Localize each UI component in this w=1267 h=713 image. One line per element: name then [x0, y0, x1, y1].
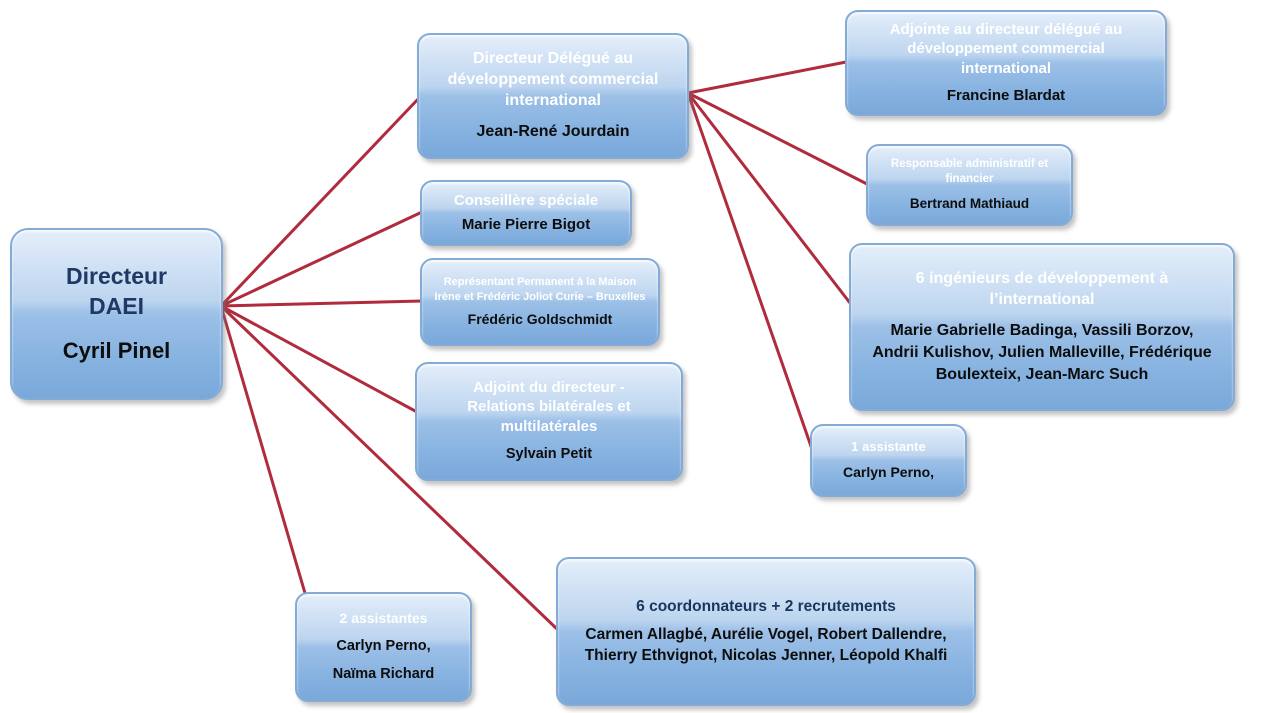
node-title: Conseillère spéciale — [453, 191, 599, 209]
org-node-une-assistante: 1 assistante Carlyn Perno, — [810, 424, 967, 497]
connector-directeur-assistantes2 — [219, 305, 309, 601]
node-name: Bertrand Mathiaud — [909, 195, 1030, 211]
connector-delegue-responsable — [687, 91, 868, 186]
node-title: Représentant Permanent à la Maison Irène… — [434, 275, 646, 303]
org-node-responsable-administratif: Responsable administratif et financier B… — [866, 144, 1073, 226]
org-node-coordonnateurs: 6 coordonnateurs + 2 recrutements Carmen… — [556, 557, 976, 706]
node-title: 2 assistantes — [339, 610, 428, 627]
node-name: Jean-René Jourdain — [476, 123, 630, 141]
node-name: Francine Blardat — [946, 87, 1066, 105]
node-name: Frédéric Goldschmidt — [467, 311, 613, 328]
org-node-adjoint-du-directeur: Adjoint du directeur - Relations bilatér… — [415, 362, 683, 481]
node-title: Directeur Délégué au développement comme… — [447, 50, 659, 109]
org-node-ingenieurs-developpement: 6 ingénieurs de développement à l’intern… — [849, 243, 1235, 411]
connector-directeur-representant — [220, 299, 423, 308]
node-title: Directeur DAEI — [66, 263, 167, 320]
node-name: Sylvain Petit — [505, 446, 593, 463]
org-node-directeur-delegue: Directeur Délégué au développement comme… — [417, 33, 689, 159]
org-node-directeur-daei: Directeur DAEI Cyril Pinel — [10, 228, 223, 400]
node-name: Marie Pierre Bigot — [461, 216, 591, 234]
node-title: Adjointe au directeur délégué au dévelop… — [889, 20, 1123, 77]
org-node-adjointe-au-directeur-delegue: Adjointe au directeur délégué au dévelop… — [845, 10, 1167, 116]
org-node-conseillere-speciale: Conseillère spéciale Marie Pierre Bigot — [420, 180, 632, 246]
node-title: Responsable administratif et financier — [890, 157, 1049, 185]
connector-directeur-coordonnateurs — [219, 304, 559, 631]
node-name: Carmen Allagbé, Aurélie Vogel, Robert Da… — [584, 625, 948, 664]
node-name: Carlyn Perno, — [336, 637, 431, 654]
connector-delegue-adjointe — [687, 60, 847, 95]
connector-directeur-adjoint — [220, 304, 418, 414]
node-name: Cyril Pinel — [62, 338, 171, 364]
node-title: 1 assistante — [851, 439, 926, 455]
connector-delegue-ingenieurs — [686, 92, 852, 304]
org-node-deux-assistantes: 2 assistantes Carlyn Perno, Naïma Richar… — [295, 592, 472, 702]
connector-directeur-conseillere — [220, 210, 423, 308]
org-node-representant-permanent: Représentant Permanent à la Maison Irène… — [420, 258, 660, 346]
connector-directeur-delegue — [219, 95, 422, 308]
node-name: Marie Gabrielle Badinga, Vassili Borzov,… — [872, 322, 1212, 383]
node-name: Naïma Richard — [332, 666, 435, 683]
node-title: 6 coordonnateurs + 2 recrutements — [636, 597, 896, 615]
connector-delegue-assistante1 — [686, 92, 815, 453]
node-title: 6 ingénieurs de développement à l’intern… — [915, 269, 1169, 308]
node-title: Adjoint du directeur - Relations bilatér… — [467, 378, 631, 435]
node-name: Carlyn Perno, — [842, 464, 935, 480]
